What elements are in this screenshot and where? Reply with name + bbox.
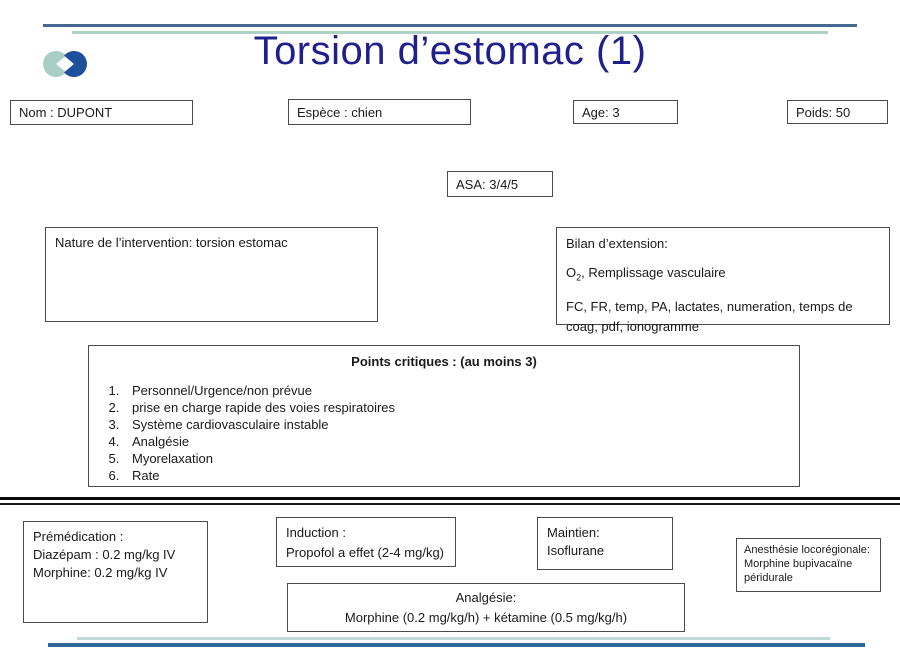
bilan-o2-symbol: O — [566, 265, 577, 280]
bottom-blue-rule — [48, 643, 865, 647]
field-age-text: Age: 3 — [582, 104, 620, 120]
points-critiques-item: Myorelaxation — [123, 450, 789, 467]
points-critiques-item: Analgésie — [123, 433, 789, 450]
points-critiques-box: Points critiques : (au moins 3) Personne… — [88, 345, 800, 487]
bilan-o2-line: O2, Remplissage vasculaire — [566, 263, 880, 288]
bottom-teal-rule — [77, 637, 830, 640]
anesthesie-locoregionale-box: Anesthésie locorégionale: Morphine bupiv… — [736, 538, 881, 592]
field-poids-text: Poids: 50 — [796, 104, 851, 120]
points-critiques-item: Système cardiovasculaire instable — [123, 416, 789, 433]
points-critiques-list: Personnel/Urgence/non prévue prise en ch… — [99, 382, 789, 484]
analgesie-box: Analgésie: Morphine (0.2 mg/kg/h) + kéta… — [287, 583, 685, 632]
maintien-line: Isoflurane — [547, 543, 605, 558]
field-nom-text: Nom : DUPONT — [19, 105, 113, 120]
top-blue-rule — [43, 24, 857, 27]
points-critiques-item: prise en charge rapide des voies respira… — [123, 399, 789, 416]
induction-box: Induction : Propofol a effet (2-4 mg/kg) — [276, 517, 456, 567]
anesthesie-locoregionale-title: Anesthésie locorégionale: — [744, 544, 870, 556]
bilan-title: Bilan d’extension: — [566, 236, 668, 251]
premedication-line: Morphine: 0.2 mg/kg IV — [33, 565, 168, 580]
bilan-o2-subscript: 2 — [576, 272, 582, 283]
field-asa-text: ASA: 3/4/5 — [456, 176, 519, 192]
analgesie-title: Analgésie: — [455, 590, 517, 605]
points-critiques-title: Points critiques : (au moins 3) — [351, 354, 537, 369]
maintien-title: Maintien: — [547, 525, 600, 540]
page-title: Torsion d’estomac (1) — [253, 29, 647, 73]
bilan-extension-box: Bilan d’extension: O2, Remplissage vascu… — [556, 227, 890, 334]
premedication-title: Prémédication : — [33, 529, 124, 544]
field-poids: Poids: 50 — [787, 100, 888, 124]
field-nom: Nom : DUPONT — [10, 100, 193, 125]
field-asa: ASA: 3/4/5 — [447, 171, 553, 197]
separator-line-thick — [0, 497, 900, 500]
nature-intervention-box: Nature de l’intervention: torsion estoma… — [45, 227, 378, 322]
interlocking-crescents-logo-icon — [43, 51, 87, 77]
field-espece: Espèce : chien — [288, 99, 471, 125]
bilan-monitoring-line: FC, FR, temp, PA, lactates, numeration, … — [566, 298, 853, 334]
maintien-box: Maintien: Isoflurane — [537, 517, 673, 570]
analgesie-line: Morphine (0.2 mg/kg/h) + kétamine (0.5 m… — [344, 610, 628, 625]
premedication-line: Diazépam : 0.2 mg/kg IV — [33, 547, 176, 562]
top-teal-rule — [72, 31, 828, 34]
premedication-box: Prémédication : Diazépam : 0.2 mg/kg IV … — [23, 521, 208, 623]
induction-title: Induction : — [286, 525, 346, 540]
points-critiques-item: Personnel/Urgence/non prévue — [123, 382, 789, 399]
anesthesie-locoregionale-line: péridurale — [744, 572, 793, 584]
field-espece-text: Espèce : chien — [297, 104, 383, 120]
separator-line-thin — [0, 503, 900, 505]
points-critiques-item: Rate — [123, 467, 789, 484]
anesthesie-locoregionale-line: Morphine bupivacaïne — [744, 558, 853, 570]
field-age: Age: 3 — [573, 100, 678, 124]
induction-line: Propofol a effet (2-4 mg/kg) — [286, 545, 445, 560]
bilan-o2-rest: , Remplissage vasculaire — [581, 265, 726, 280]
nature-intervention-text: Nature de l’intervention: torsion estoma… — [55, 235, 288, 250]
